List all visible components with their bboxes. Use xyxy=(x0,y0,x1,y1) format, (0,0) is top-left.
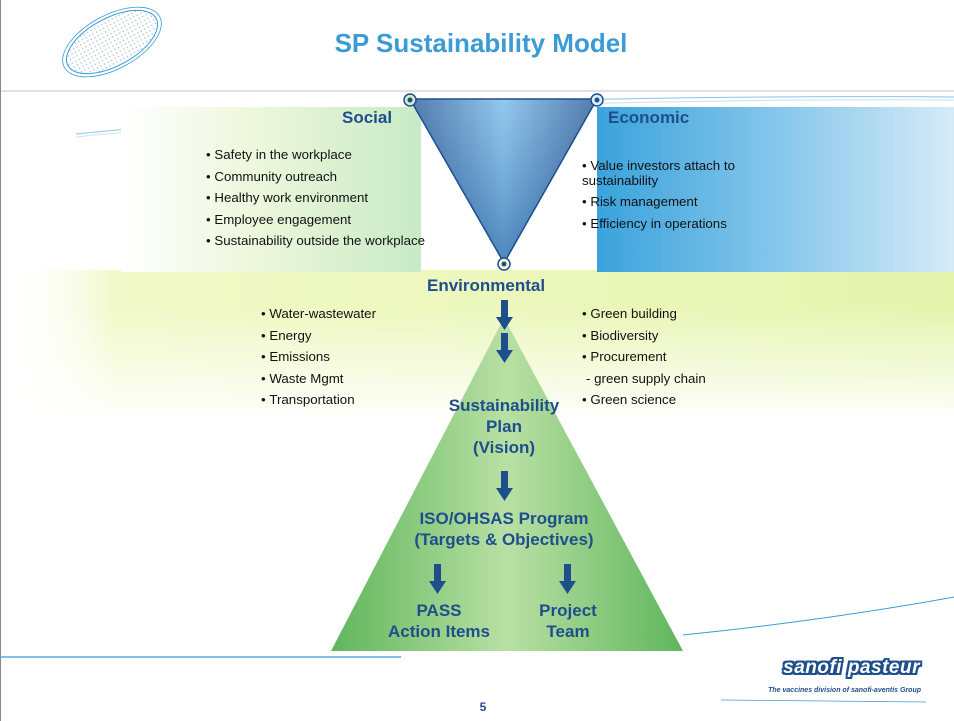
list-item: Green building xyxy=(582,303,762,325)
list-item: Efficiency in operations xyxy=(582,213,782,235)
social-heading: Social xyxy=(342,108,393,127)
list-item: Biodiversity xyxy=(582,325,762,347)
economic-heading: Economic xyxy=(608,108,690,127)
slide-title: SP Sustainability Model xyxy=(334,28,628,58)
list-item: Energy xyxy=(261,325,441,347)
down-arrow-icon xyxy=(496,333,513,363)
list-item: Sustainability outside the workplace xyxy=(206,230,496,252)
logo-tagline: The vaccines division of sanofi-aventis … xyxy=(768,687,921,694)
list-item: - green supply chain xyxy=(586,370,706,386)
list-item: Risk management xyxy=(582,191,782,213)
down-arrow-icon xyxy=(496,300,513,330)
corner-ellipse-decoration xyxy=(62,6,162,78)
project-team-label: Project Team xyxy=(539,601,597,641)
list-item: Community outreach xyxy=(206,166,496,188)
sanofi-pasteur-logo: sanofi pasteur xyxy=(783,657,920,678)
list-item: Procurement xyxy=(582,346,762,368)
list-item: Healthy work environment xyxy=(206,187,496,209)
down-arrow-icon xyxy=(496,471,513,501)
list-item: Waste Mgmt xyxy=(261,368,441,390)
list-item: Green science xyxy=(582,389,762,411)
list-item: Emissions xyxy=(261,346,441,368)
list-item: Transportation xyxy=(261,389,441,411)
economic-list: Value investors attach to sustainability… xyxy=(582,158,782,234)
list-item: Water-wastewater xyxy=(261,303,441,325)
environmental-right-list: Green building Biodiversity Procurement … xyxy=(582,303,762,411)
list-item: Value investors attach to sustainability xyxy=(582,158,782,188)
sustainability-plan-label: Sustainability Plan (Vision) xyxy=(448,396,560,457)
social-list: Safety in the workplace Community outrea… xyxy=(206,144,496,252)
list-item: Employee engagement xyxy=(206,209,496,231)
down-arrow-icon xyxy=(429,564,446,594)
iso-program-label: ISO/OHSAS Program (Targets & Objectives) xyxy=(414,509,594,549)
down-arrow-icon xyxy=(559,564,576,594)
list-item: Safety in the workplace xyxy=(206,144,496,166)
environmental-heading: Environmental xyxy=(427,276,546,295)
pass-action-items-label: PASS Action Items xyxy=(387,601,491,641)
triangle-vertex-nodes xyxy=(403,93,604,271)
economic-band xyxy=(597,107,954,272)
bottom-divider-lines xyxy=(1,596,954,703)
page-number: 5 xyxy=(479,700,487,714)
environmental-left-list: Water-wastewater Energy Emissions Waste … xyxy=(261,303,441,411)
